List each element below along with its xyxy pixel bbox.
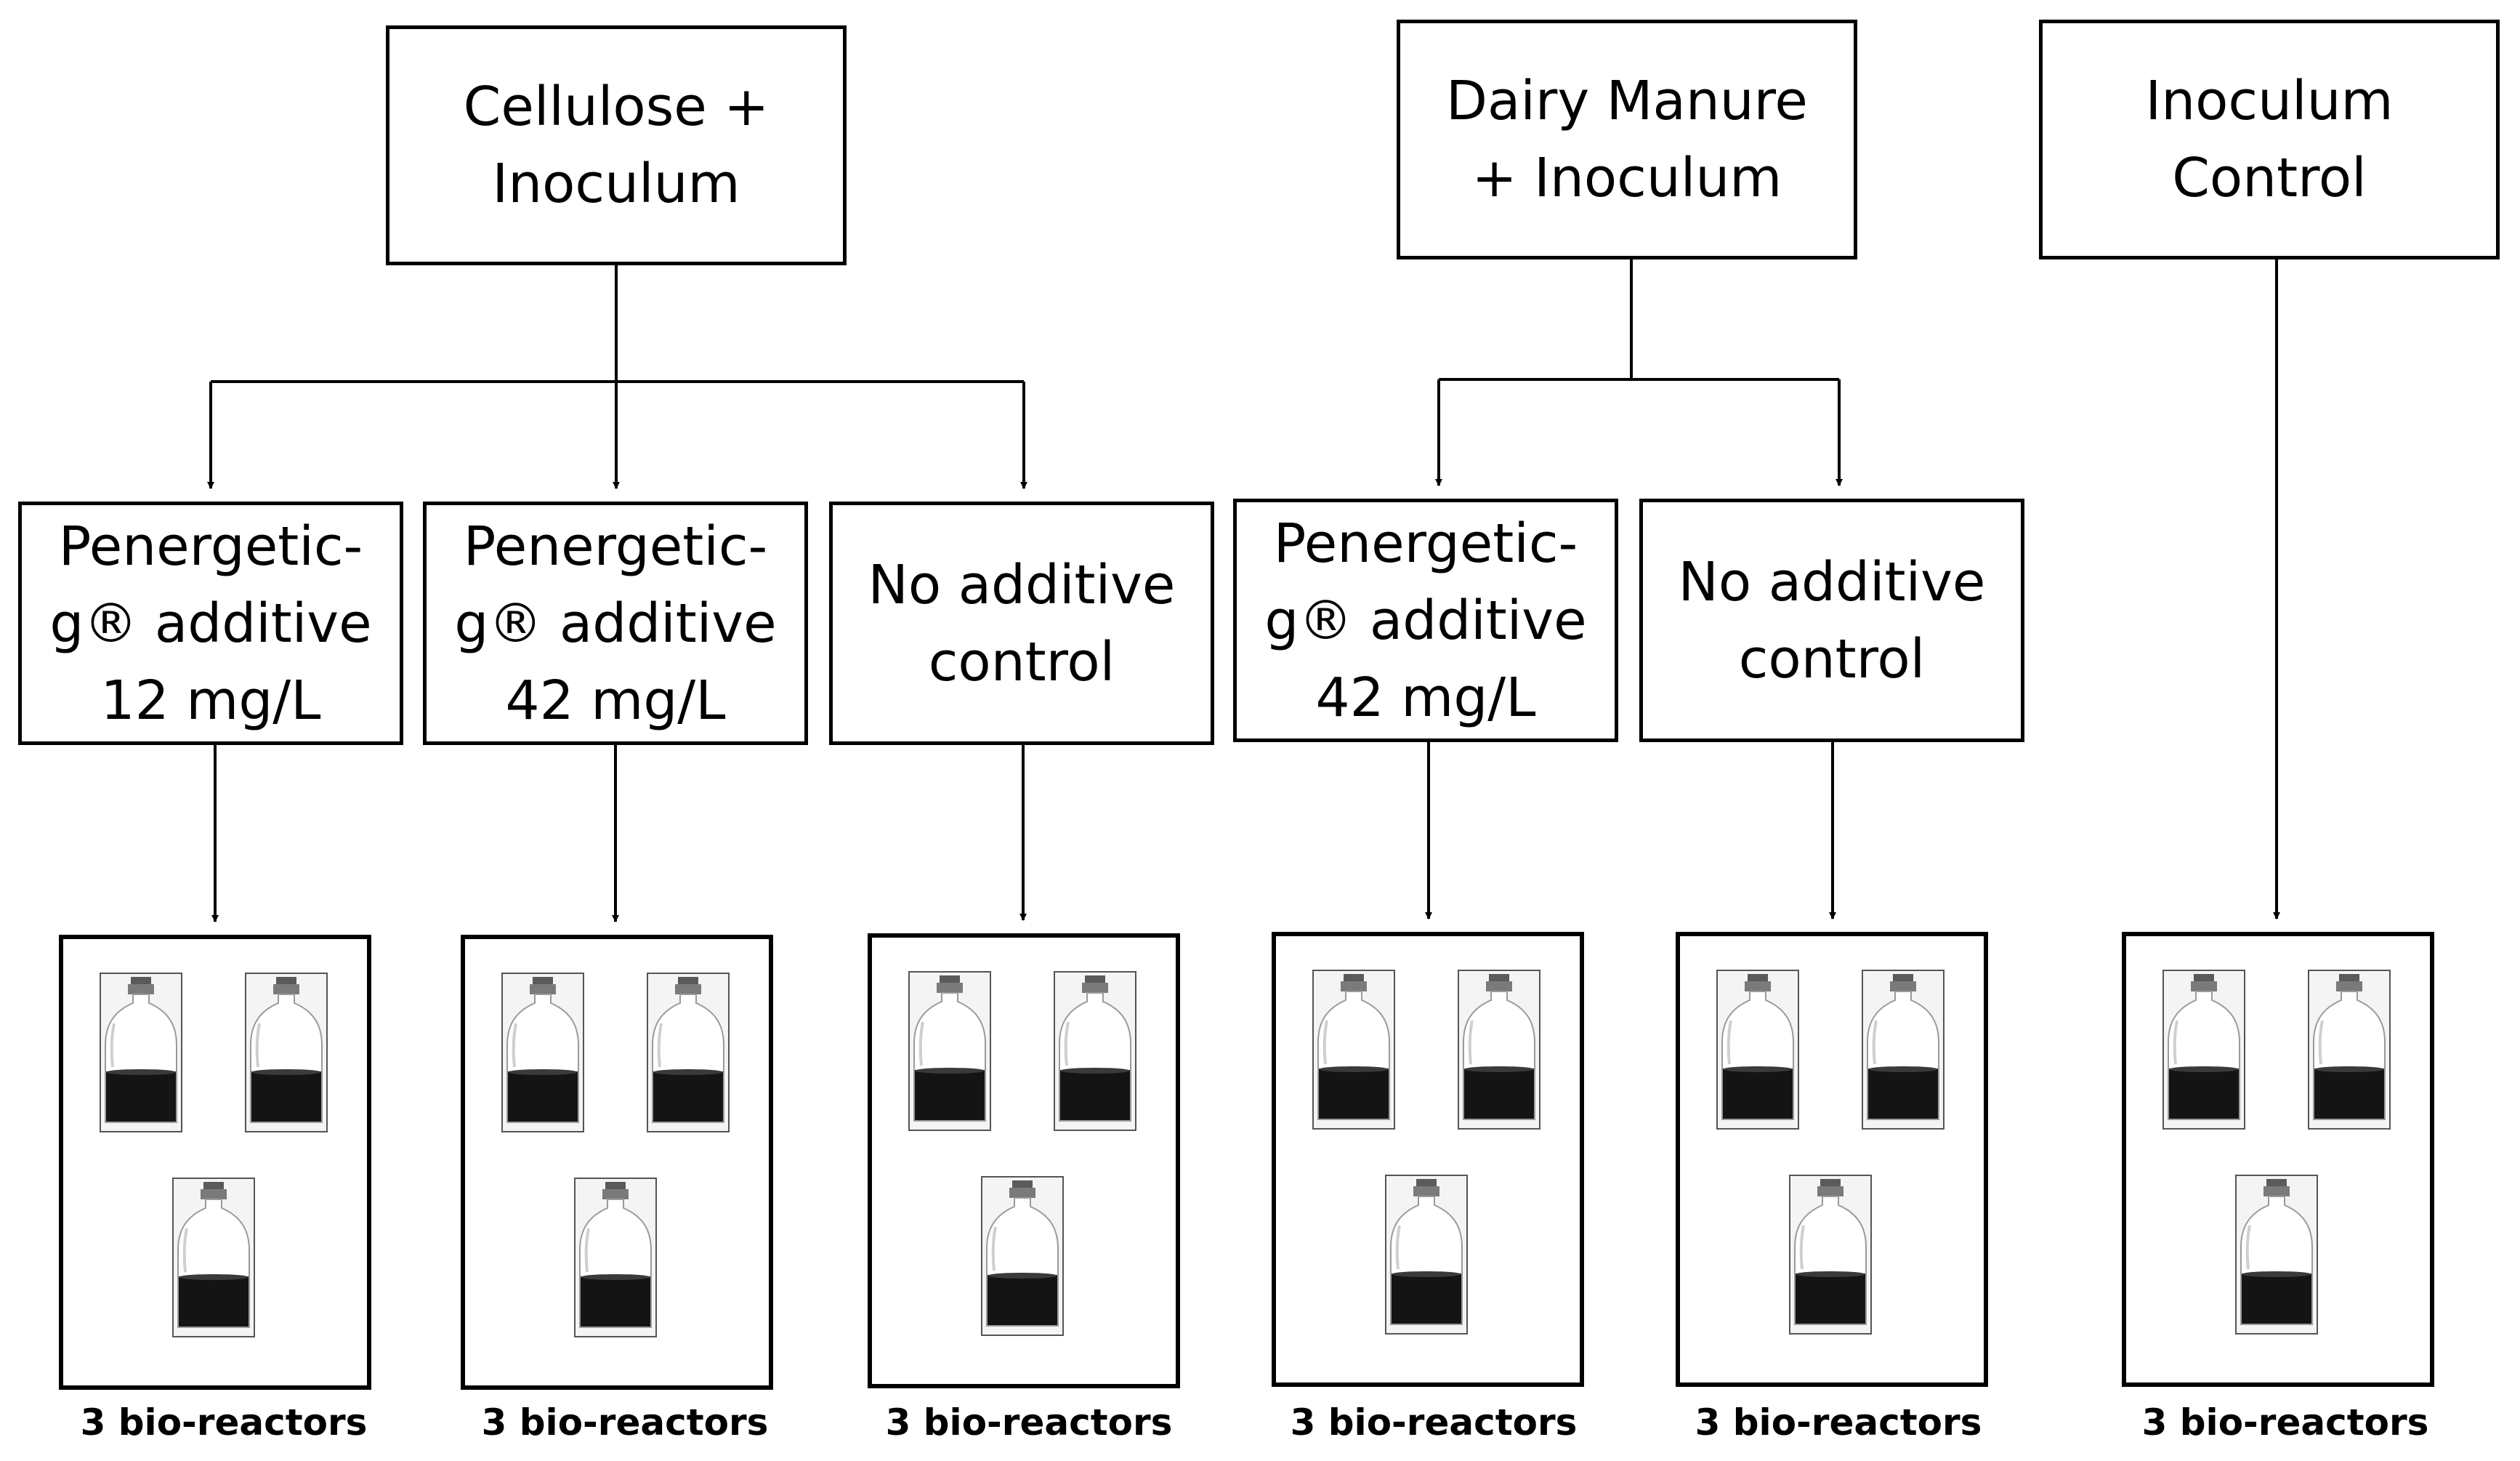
node-label: Inoculum Control [2145, 70, 2394, 209]
bioreactor-bottle-icon [1716, 970, 1799, 1130]
bioreactor-bottle-icon [245, 973, 328, 1132]
bioreactor-bottle-icon [1458, 970, 1540, 1130]
node-inoculum-control: Inoculum Control [2039, 20, 2500, 259]
bioreactor-bottle-icon [100, 973, 182, 1132]
node-cellulose-inoculum: Cellulose + Inoculum [386, 25, 847, 265]
reactor-count-label: 3 bio-reactors [481, 1401, 769, 1444]
treatment-label: Penergetic- g® additive 42 mg/L [454, 515, 777, 732]
node-dairy-manure-inoculum: Dairy Manure + Inoculum [1397, 20, 1857, 259]
bioreactor-bottle-icon [1312, 970, 1395, 1130]
treatment-label: No additive control [1678, 550, 1986, 691]
reactor-count-label: 3 bio-reactors [885, 1401, 1173, 1444]
reactor-count-label: 3 bio-reactors [2141, 1401, 2429, 1444]
treatment-label: Penergetic- g® additive 42 mg/L [1264, 512, 1587, 729]
bioreactor-bottle-icon [501, 973, 584, 1132]
bioreactor-bottle-icon [981, 1176, 1064, 1336]
bioreactor-bottle-icon [908, 971, 991, 1131]
bioreactor-bottle-icon [2162, 970, 2245, 1130]
bioreactor-bottle-icon [1385, 1175, 1468, 1335]
bioreactor-bottle-icon [574, 1178, 657, 1337]
bioreactor-bottle-icon [1054, 971, 1136, 1131]
treatment-no-additive-dairy: No additive control [1639, 499, 2024, 742]
treatment-penergetic-12: Penergetic- g® additive 12 mg/L [18, 502, 403, 745]
treatment-penergetic-42-dairy: Penergetic- g® additive 42 mg/L [1233, 499, 1618, 742]
bioreactor-bottle-icon [2235, 1175, 2318, 1335]
bioreactor-bottle-icon [2308, 970, 2391, 1130]
treatment-label: Penergetic- g® additive 12 mg/L [49, 515, 372, 732]
bioreactor-bottle-icon [1789, 1175, 1872, 1335]
reactor-count-label: 3 bio-reactors [1695, 1401, 1982, 1444]
bioreactor-bottle-icon [172, 1178, 255, 1337]
reactor-count-label: 3 bio-reactors [80, 1401, 368, 1444]
treatment-penergetic-42-cellulose: Penergetic- g® additive 42 mg/L [423, 502, 808, 745]
node-label: Dairy Manure + Inoculum [1446, 70, 1808, 209]
treatment-no-additive-cellulose: No additive control [829, 502, 1214, 745]
bioreactor-bottle-icon [1862, 970, 1944, 1130]
bioreactor-bottle-icon [647, 973, 730, 1132]
reactor-count-label: 3 bio-reactors [1290, 1401, 1578, 1444]
treatment-label: No additive control [868, 553, 1176, 693]
node-label: Cellulose + Inoculum [463, 76, 770, 215]
